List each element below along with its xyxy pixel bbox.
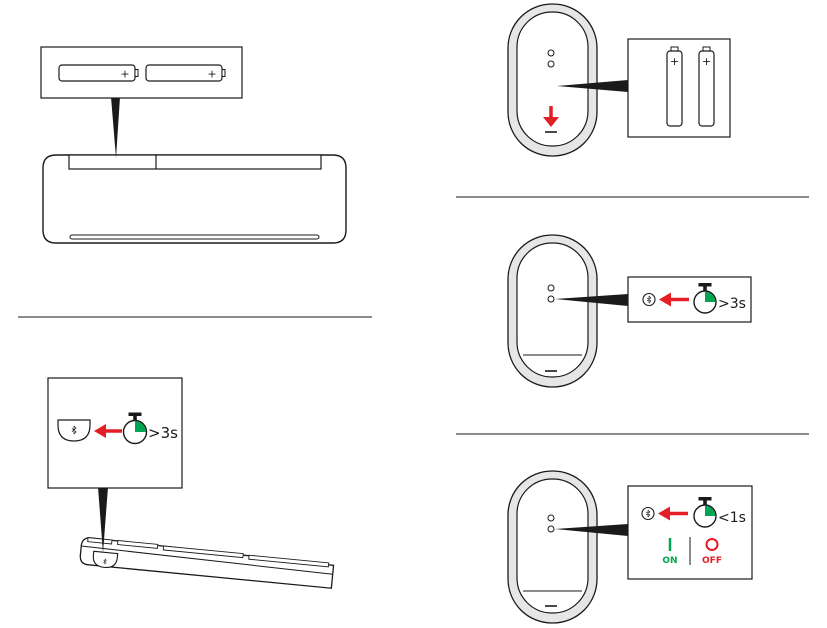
keyboard-pairing-panel: >3s (47, 377, 335, 589)
red-arrow-left-icon (659, 292, 689, 307)
battery-polarity-plus: + (120, 68, 129, 81)
mouse-bottom-cover (516, 11, 589, 147)
power-off-symbol (705, 538, 719, 551)
battery-polarity-plus: + (702, 55, 711, 68)
callout-pointer (555, 294, 628, 306)
callout-pointer (557, 80, 628, 92)
mouse-power-callout (627, 485, 753, 580)
callout-pointer (98, 487, 108, 553)
press-duration-label: >3s (718, 296, 746, 312)
aa-battery-icon: + (58, 64, 139, 82)
red-arrow-left-icon (658, 506, 688, 521)
keyboard-foot-strip (69, 234, 320, 240)
timer-fill (705, 505, 716, 516)
keyboard-battery-panel: + + (40, 46, 347, 244)
battery-polarity-plus: + (670, 55, 679, 68)
battery-compartment-cover (68, 154, 322, 170)
red-arrow-down-icon (543, 106, 559, 127)
mouse-power-panel: <1s ON OFF (507, 470, 753, 624)
keyboard-side-view (79, 537, 335, 589)
off-label: OFF (702, 556, 722, 566)
aa-battery-icon: + (698, 46, 715, 127)
stopwatch-icon (122, 412, 148, 445)
mouse-pairing-panel: >3s (507, 234, 752, 388)
mouse-bottom-cover (516, 242, 589, 378)
press-duration-label: <1s (718, 510, 746, 526)
mouse-bottom-cover (516, 478, 589, 614)
mouse-battery-panel: + + (507, 3, 731, 157)
stopwatch-icon (693, 497, 717, 528)
aa-battery-icon: + (145, 64, 226, 82)
red-arrow-left-icon (94, 424, 122, 438)
keyboard-body-top-view (42, 154, 347, 244)
stopwatch-icon (693, 283, 717, 314)
callout-pointer (555, 524, 628, 536)
on-label: ON (662, 556, 677, 566)
timer-fill (705, 291, 716, 302)
battery-polarity-plus: + (207, 68, 216, 81)
timer-fill (135, 421, 146, 432)
callout-pointer (111, 97, 120, 158)
aa-battery-icon: + (666, 46, 683, 127)
press-duration-label: >3s (148, 424, 178, 442)
